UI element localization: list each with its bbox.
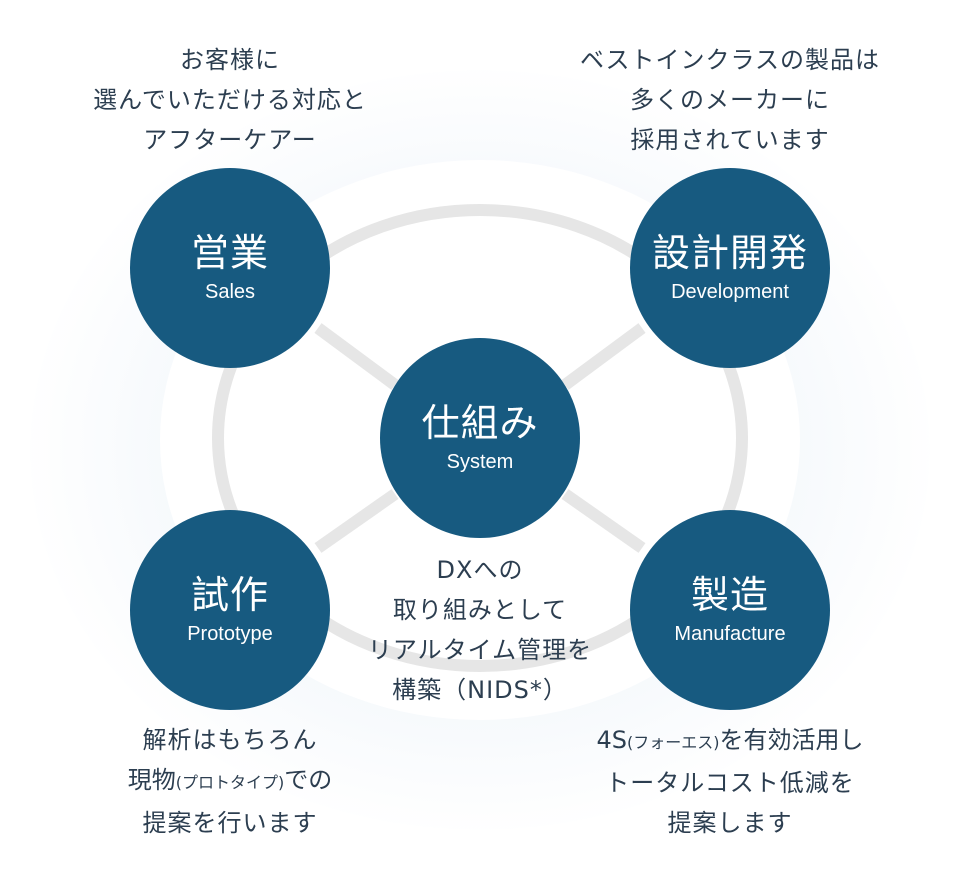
node-prototype-subtitle: Prototype bbox=[187, 623, 273, 645]
node-prototype: 試作 Prototype bbox=[130, 510, 330, 710]
caption-manufacture-line1-a: 4S bbox=[596, 726, 627, 754]
caption-prototype-line2-b: での bbox=[284, 766, 333, 794]
node-system-title: 仕組み bbox=[421, 401, 539, 445]
caption-design-line: 採用されています bbox=[630, 126, 830, 154]
caption-prototype: 解析はもちろん 現物(プロトタイプ)での 提案を行います bbox=[40, 720, 420, 843]
caption-sales-line: 選んでいただける対応と bbox=[93, 86, 367, 114]
caption-manufacture-line1-b: を有効活用し bbox=[719, 726, 864, 754]
caption-design: ベストインクラスの製品は 多くのメーカーに 採用されています bbox=[520, 40, 940, 160]
node-system: 仕組み System bbox=[380, 338, 580, 538]
node-manufacture-title: 製造 bbox=[690, 573, 769, 617]
caption-system-line: リアルタイム管理を bbox=[367, 636, 593, 664]
caption-prototype-line2-small: (プロトタイプ) bbox=[175, 773, 285, 792]
node-design: 設計開発 Development bbox=[630, 168, 830, 368]
caption-design-line: 多くのメーカーに bbox=[630, 86, 830, 114]
spoke-prototype bbox=[314, 489, 399, 553]
node-design-subtitle: Development bbox=[671, 281, 789, 303]
caption-prototype-line3: 提案を行います bbox=[142, 809, 318, 837]
caption-sales-line: お客様に bbox=[180, 46, 280, 74]
node-system-subtitle: System bbox=[446, 451, 514, 473]
caption-manufacture-line1-small: (フォーエス) bbox=[627, 733, 720, 752]
caption-manufacture-line2: トータルコスト低減を bbox=[605, 769, 855, 797]
caption-system-line: 取り組みとして bbox=[392, 596, 568, 624]
spoke-design bbox=[561, 323, 646, 390]
node-manufacture-subtitle: Manufacture bbox=[674, 623, 786, 645]
node-manufacture: 製造 Manufacture bbox=[630, 510, 830, 710]
caption-sales: お客様に 選んでいただける対応と アフターケアー bbox=[40, 40, 420, 160]
node-prototype-title: 試作 bbox=[190, 573, 269, 617]
caption-sales-line: アフターケアー bbox=[143, 126, 317, 154]
node-sales: 営業 Sales bbox=[130, 168, 330, 368]
node-sales-title: 営業 bbox=[190, 231, 269, 275]
caption-manufacture-line3: 提案します bbox=[667, 809, 793, 837]
node-sales-subtitle: Sales bbox=[204, 281, 256, 303]
caption-prototype-line2: 現物(プロトタイプ)での bbox=[40, 760, 420, 803]
caption-system: DXへの 取り組みとして リアルタイム管理を 構築（NIDS*） bbox=[320, 550, 640, 710]
caption-manufacture: 4S(フォーエス)を有効活用し トータルコスト低減を 提案します bbox=[520, 720, 940, 843]
spoke-sales bbox=[314, 323, 399, 390]
caption-system-line: 構築（NIDS*） bbox=[392, 676, 568, 704]
caption-system-line: DXへの bbox=[436, 556, 524, 584]
node-design-title: 設計開発 bbox=[651, 231, 808, 275]
caption-prototype-line2-a: 現物 bbox=[127, 766, 176, 794]
caption-manufacture-line1: 4S(フォーエス)を有効活用し bbox=[520, 720, 940, 763]
spoke-manufacture bbox=[561, 489, 646, 553]
caption-prototype-line1: 解析はもちろん bbox=[142, 726, 318, 754]
caption-design-line: ベストインクラスの製品は bbox=[580, 46, 880, 74]
outer-ring bbox=[212, 204, 748, 672]
